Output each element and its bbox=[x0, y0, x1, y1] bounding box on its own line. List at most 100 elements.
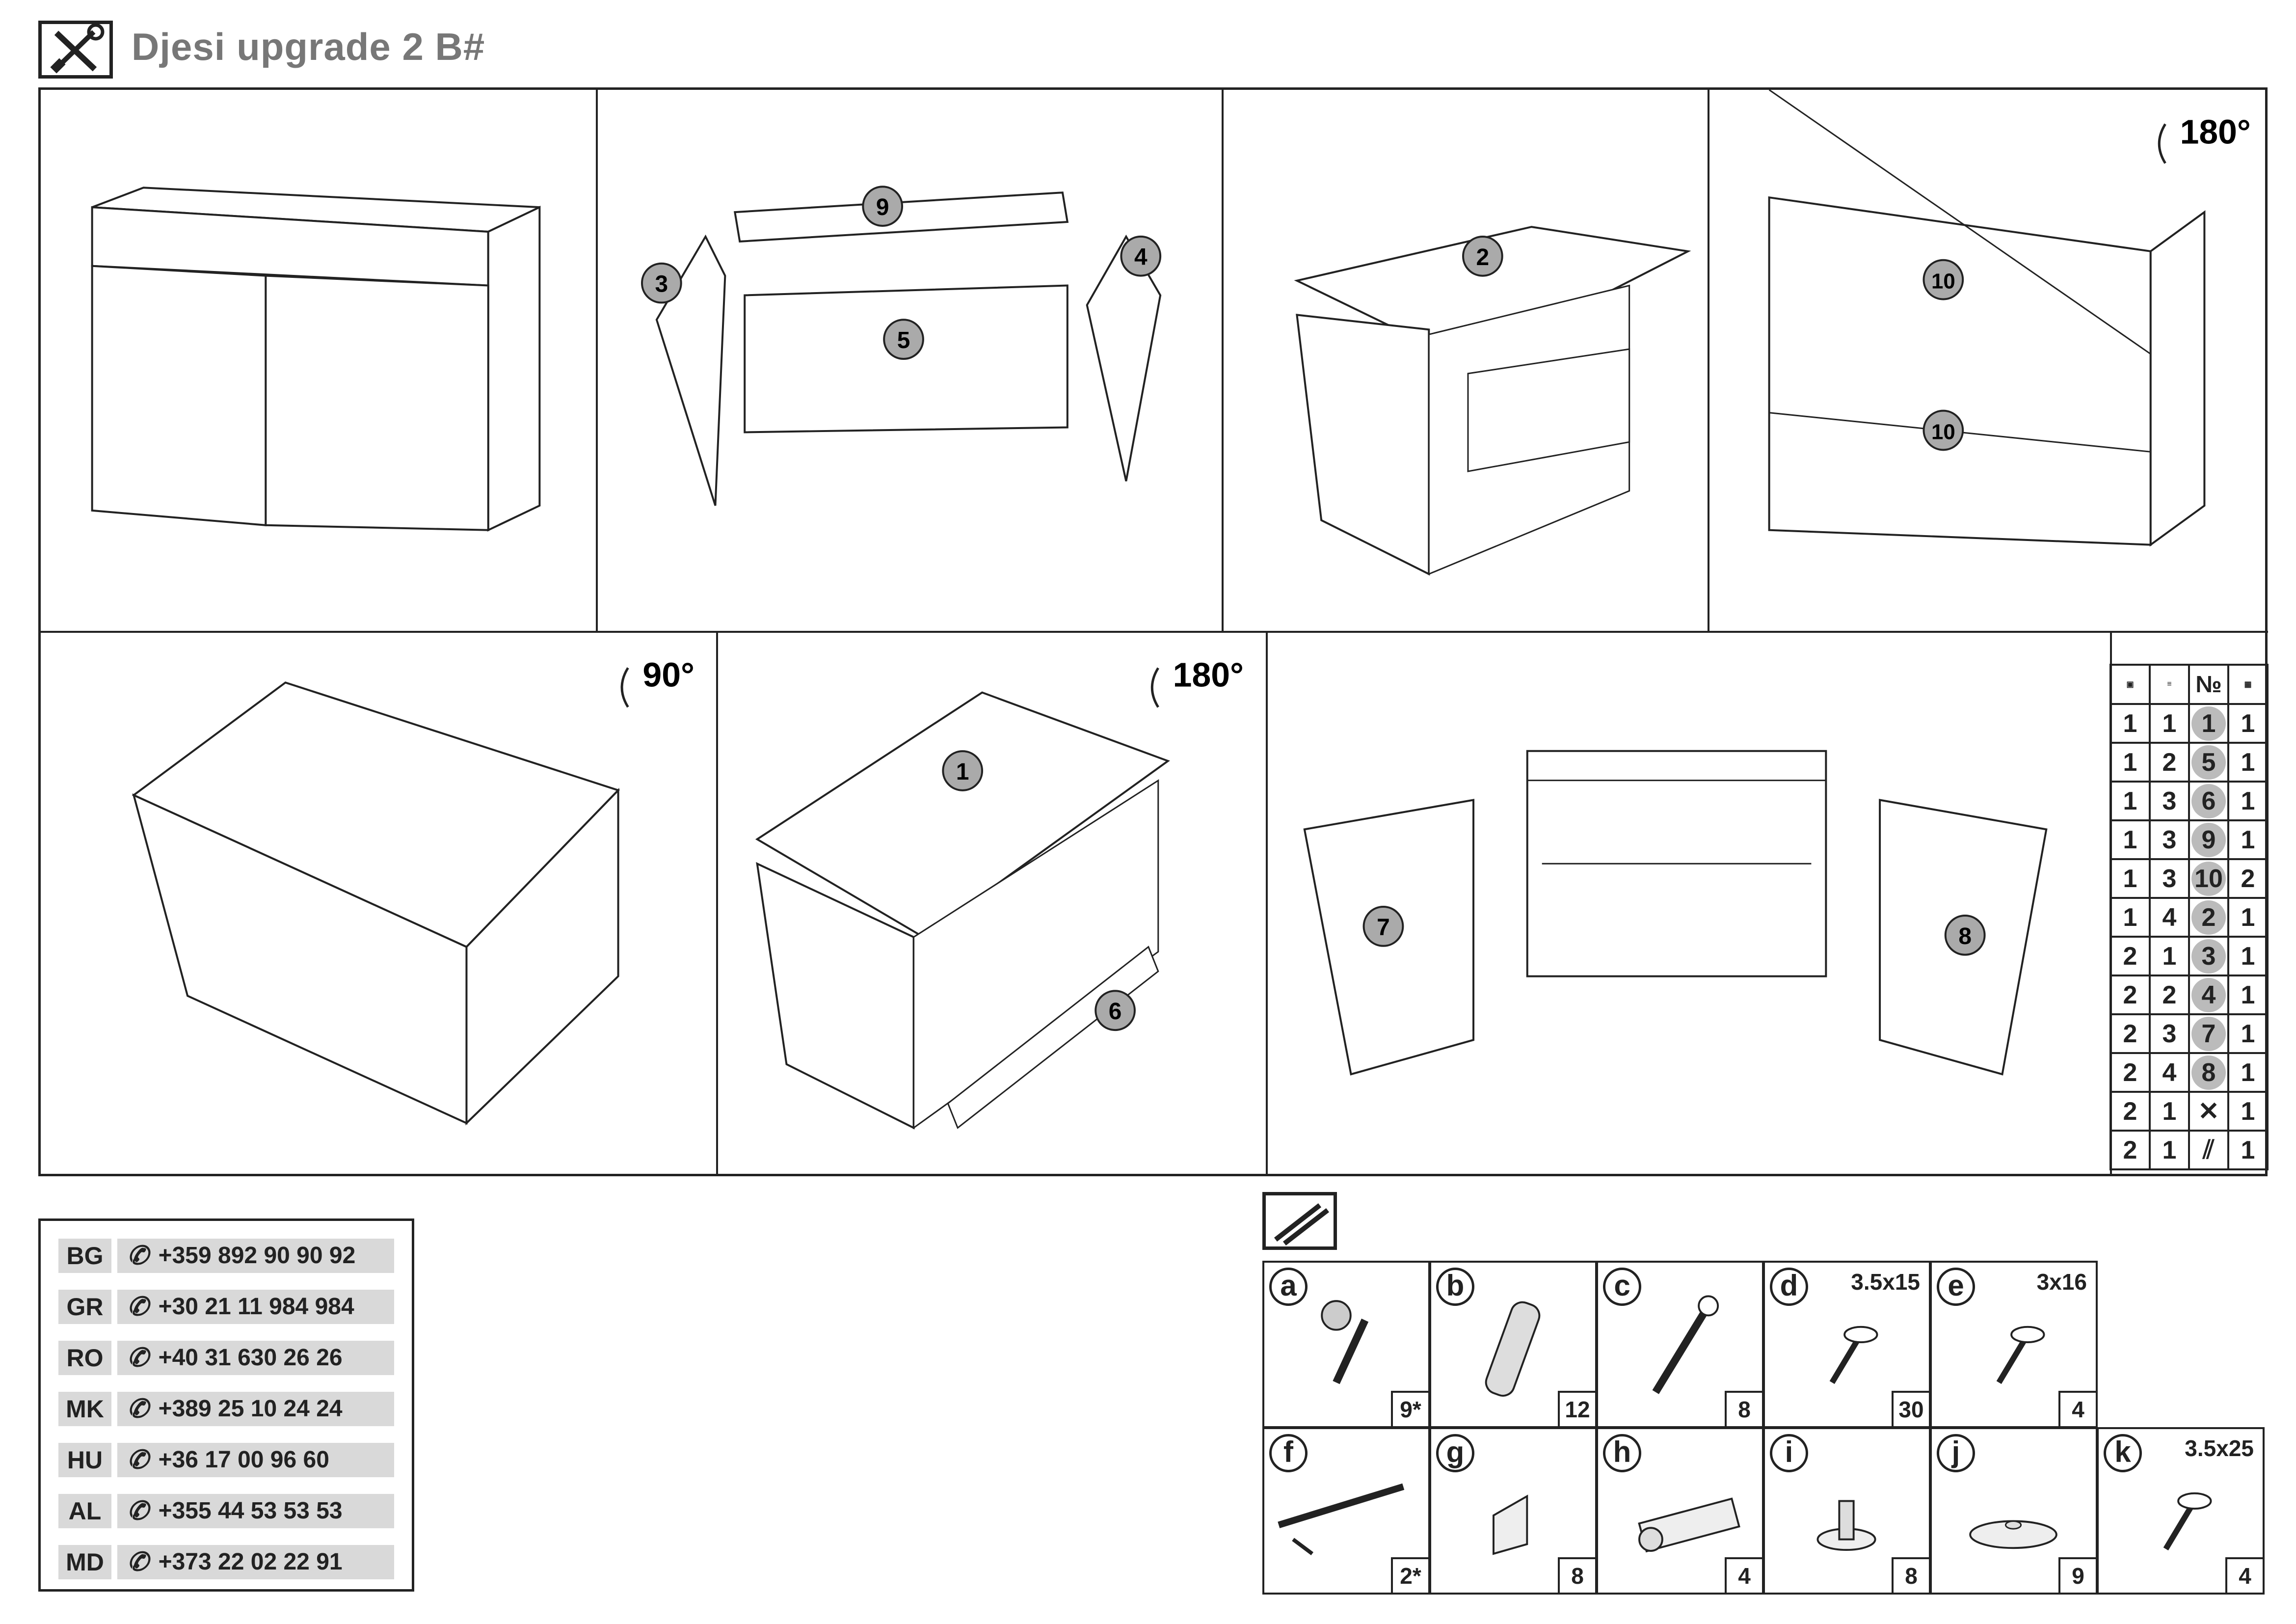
package-number: 2 bbox=[2109, 1013, 2151, 1054]
phone-icon: ✆ bbox=[127, 1344, 149, 1372]
screws-icon bbox=[1262, 1192, 1337, 1250]
layer-number: 1 bbox=[2149, 1130, 2190, 1170]
package-number: 2 bbox=[2109, 974, 2151, 1015]
phone-number: ✆+355 44 53 53 53 bbox=[117, 1494, 394, 1528]
layer-number: 4 bbox=[2149, 897, 2190, 938]
rotation-label: 180° bbox=[2180, 113, 2251, 151]
step-side-panels: 9 3 4 5 bbox=[598, 90, 1224, 633]
hardware-quantity: 4 bbox=[2225, 1557, 2265, 1595]
hardware-letter: f bbox=[1269, 1434, 1308, 1472]
part-number-circle: 10 bbox=[2191, 861, 2226, 896]
part-number-circle: 3 bbox=[2191, 939, 2226, 974]
contact-row: RO ✆ +40 31 630 26 26 bbox=[58, 1341, 394, 1375]
contact-row: MK✆+389 25 10 24 24 bbox=[58, 1392, 394, 1426]
part-quantity: 1 bbox=[2227, 703, 2269, 744]
phone-icon: ✆ bbox=[127, 1242, 149, 1270]
hardware-size: 3x16 bbox=[2036, 1269, 2087, 1295]
hardware-quantity: 4 bbox=[2058, 1391, 2098, 1428]
contact-row: HU✆+36 17 00 96 60 bbox=[58, 1443, 394, 1477]
part-quantity: 1 bbox=[2227, 1013, 2269, 1054]
part-quantity: 1 bbox=[2227, 781, 2269, 821]
country-code: BG bbox=[58, 1239, 111, 1273]
layer-number: 4 bbox=[2149, 1052, 2190, 1093]
country-code: AL bbox=[58, 1494, 111, 1528]
layer-number: 3 bbox=[2149, 819, 2190, 860]
hardware-letter: k bbox=[2104, 1434, 2142, 1472]
phone-number-text: +40 31 630 26 26 bbox=[158, 1345, 343, 1371]
parts-table-header: ▣ ≡ № ▦ bbox=[2109, 664, 2269, 705]
phone-icon: ✆ bbox=[127, 1548, 149, 1576]
hardware-quantity: 9* bbox=[1391, 1391, 1430, 1428]
screws-icon: ⫽ bbox=[2188, 1130, 2229, 1170]
part-label-1: 1 bbox=[956, 759, 969, 785]
page-title: Djesi upgrade 2 B# bbox=[132, 25, 485, 68]
phone-icon: ✆ bbox=[127, 1446, 149, 1474]
hardware-letter: a bbox=[1269, 1268, 1308, 1306]
hardware-size: 3.5x25 bbox=[2185, 1435, 2254, 1461]
hardware-letter: h bbox=[1603, 1434, 1641, 1472]
country-code: GR bbox=[58, 1290, 111, 1324]
part-label-5: 5 bbox=[897, 327, 910, 353]
layer-number: 1 bbox=[2149, 1091, 2190, 1132]
hardware-quantity: 12 bbox=[1558, 1391, 1597, 1428]
hardware-letter: g bbox=[1436, 1434, 1474, 1472]
contact-row: GR✆+30 21 11 984 984 bbox=[58, 1290, 394, 1324]
hardware-quantity: 9 bbox=[2058, 1557, 2098, 1595]
part-quantity: 1 bbox=[2227, 936, 2269, 976]
package-number: 1 bbox=[2109, 742, 2151, 783]
part-quantity: 1 bbox=[2227, 819, 2269, 860]
tools-icon bbox=[38, 21, 113, 79]
phone-number: ✆ +373 22 02 22 91 bbox=[117, 1545, 394, 1579]
part-number-circle: 2 bbox=[2191, 900, 2226, 935]
handle-icon bbox=[1278, 1483, 1405, 1556]
phone-icon: ✆ bbox=[127, 1497, 149, 1525]
part-quantity: 1 bbox=[2227, 1130, 2269, 1170]
part-number: 2 bbox=[2188, 897, 2229, 938]
part-quantity: 1 bbox=[2227, 974, 2269, 1015]
step-back-panels: 10 10 180° bbox=[1709, 90, 2268, 633]
confirmat-screw-icon bbox=[1652, 1295, 1719, 1394]
hardware-letter: c bbox=[1603, 1268, 1641, 1306]
part-number-circle: 4 bbox=[2191, 977, 2226, 1012]
step-doors: 7 8 bbox=[1268, 633, 2112, 1176]
part-label-8: 8 bbox=[1958, 923, 1972, 949]
phone-icon: ✆ bbox=[127, 1293, 149, 1321]
layer-number: 1 bbox=[2149, 703, 2190, 744]
country-code: RO bbox=[58, 1341, 111, 1375]
part-number: 1 bbox=[2188, 703, 2229, 744]
package-number: 1 bbox=[2109, 703, 2151, 744]
step-top-bottom: 1 6 180° bbox=[718, 633, 1268, 1176]
package-number: 1 bbox=[2109, 819, 2151, 860]
phone-number-text: +373 22 02 22 91 bbox=[158, 1549, 343, 1575]
hardware-quantity: 30 bbox=[1892, 1391, 1931, 1428]
screw-icon bbox=[2163, 1492, 2212, 1551]
part-number: 7 bbox=[2188, 1013, 2229, 1054]
number-sign: № bbox=[2188, 664, 2229, 705]
contact-row: AL✆+355 44 53 53 53 bbox=[58, 1494, 394, 1528]
cam-lock-icon bbox=[1321, 1300, 1369, 1384]
rotation-label: 90° bbox=[642, 655, 694, 694]
hardware-quantity: 8 bbox=[1725, 1391, 1764, 1428]
hardware-size: 3.5x15 bbox=[1851, 1269, 1920, 1295]
screw-icon bbox=[1829, 1326, 1878, 1384]
layer-number: 3 bbox=[2149, 781, 2190, 821]
part-number-circle: 8 bbox=[2191, 1055, 2226, 1090]
step-finished-cabinet bbox=[41, 90, 598, 633]
dowel-icon bbox=[1485, 1301, 1541, 1397]
screw-icon bbox=[1996, 1326, 2045, 1384]
layers-icon: ≡ bbox=[2149, 664, 2190, 705]
